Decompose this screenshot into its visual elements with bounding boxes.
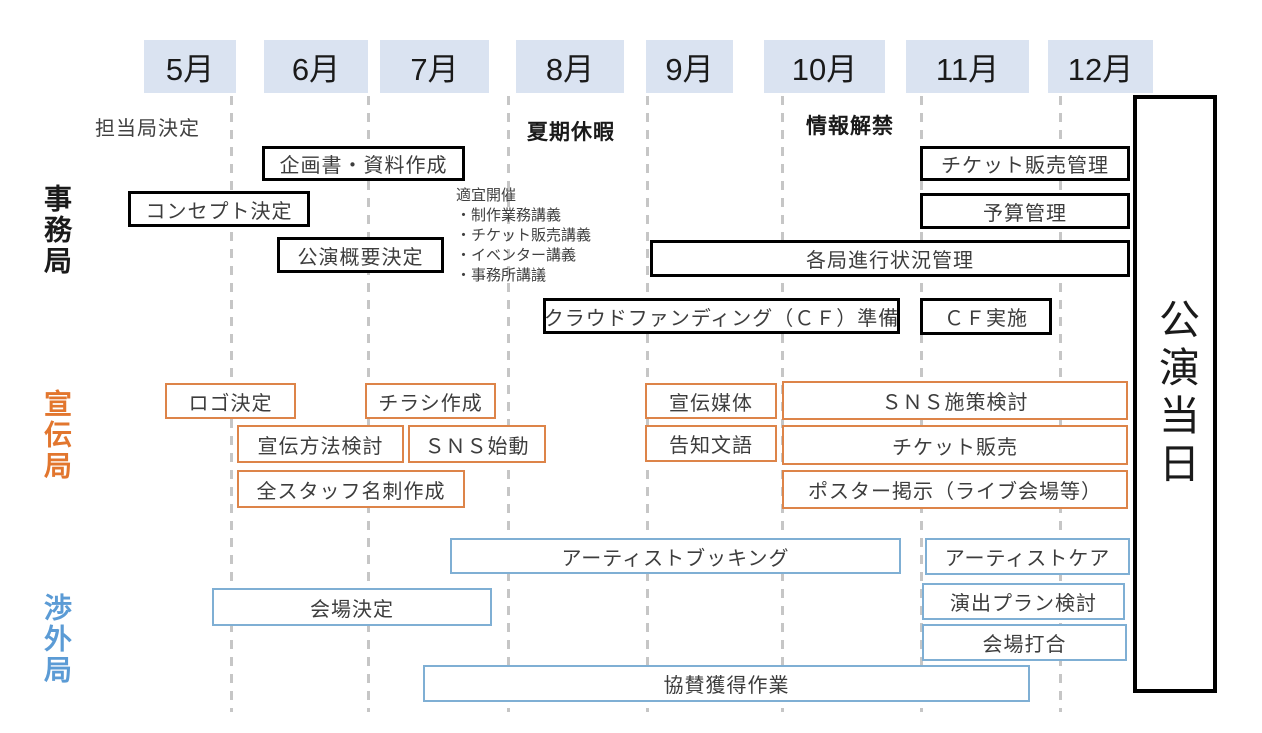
month-header-8: 8月 [516,40,624,93]
task-kikakusho-shiryo-sakusei: 企画書・資料作成 [262,146,465,181]
task-kaijo-uchiawase: 会場打合 [922,624,1127,661]
task-artist-care: アーティストケア [925,538,1130,575]
task-logo-kettei: ロゴ決定 [165,383,296,419]
gridline-after-july [507,96,510,712]
month-header-5: 5月 [144,40,236,93]
task-concept-kettei: コンセプト決定 [128,191,310,227]
performance-day-box: 公演当日 [1133,95,1217,693]
task-koen-gaiyo-kettei: 公演概要決定 [277,237,444,273]
task-artist-booking: アーティストブッキング [450,538,901,574]
lecture-list-item: ・事務所講議 [456,267,547,284]
annotation-kakikyuka: 夏期休暇 [527,121,615,144]
task-sns-shido: ＳＮＳ始動 [408,425,546,463]
lecture-list-title: 適宜開催 [456,187,517,204]
month-header-12: 12月 [1048,40,1153,93]
task-senden-baitai: 宣伝媒体 [645,383,777,419]
month-header-9: 9月 [646,40,733,93]
task-senden-hoho-kento: 宣伝方法検討 [237,425,404,463]
task-crowdfunding-junbi: クラウドファンディング（ＣＦ）準備 [543,298,900,334]
annotation-tantokyoku-kettei: 担当局決定 [95,118,200,140]
section-label-shogaikyoku: 渉外局 [41,593,72,686]
task-staff-meishi-sakusei: 全スタッフ名刺作成 [237,470,465,508]
task-enshutsu-plan-kento: 演出プラン検討 [922,583,1125,620]
task-kaijo-kettei: 会場決定 [212,588,492,626]
task-cf-jisshi: ＣＦ実施 [920,298,1052,335]
month-header-7: 7月 [380,40,489,93]
task-kokuchi-bungo: 告知文語 [645,425,777,462]
task-ticket-hanbai-kanri: チケット販売管理 [920,146,1130,181]
month-header-6: 6月 [264,40,368,93]
annotation-joho-kaikin: 情報解禁 [806,115,894,138]
annotation-lecture-list: 適宜開催 ・制作業務講義 ・チケット販売講義 ・イベンター講義 ・事務所講議 [456,186,591,286]
task-chirashi-sakusei: チラシ作成 [365,383,496,419]
performance-day-label: 公演当日 [1152,298,1199,490]
lecture-list-item: ・イベンター講義 [456,247,577,264]
section-label-jimukyoku: 事務局 [41,184,72,277]
task-ticket-hanbai: チケット販売 [782,425,1128,465]
section-label-sendenkyoku: 宣伝局 [41,389,72,482]
task-kyosan-kakutoku-sagyo: 協賛獲得作業 [423,665,1030,702]
task-poster-keiji: ポスター掲示（ライブ会場等） [782,470,1128,509]
task-kakukyoku-shinko-kanri: 各局進行状況管理 [650,240,1130,277]
task-yosan-kanri: 予算管理 [920,193,1130,229]
lecture-list-item: ・制作業務講義 [456,207,562,224]
month-header-11: 11月 [906,40,1029,93]
lecture-list-item: ・チケット販売講義 [456,227,592,244]
month-header-10: 10月 [764,40,885,93]
task-sns-shisaku-kento: ＳＮＳ施策検討 [782,381,1128,420]
